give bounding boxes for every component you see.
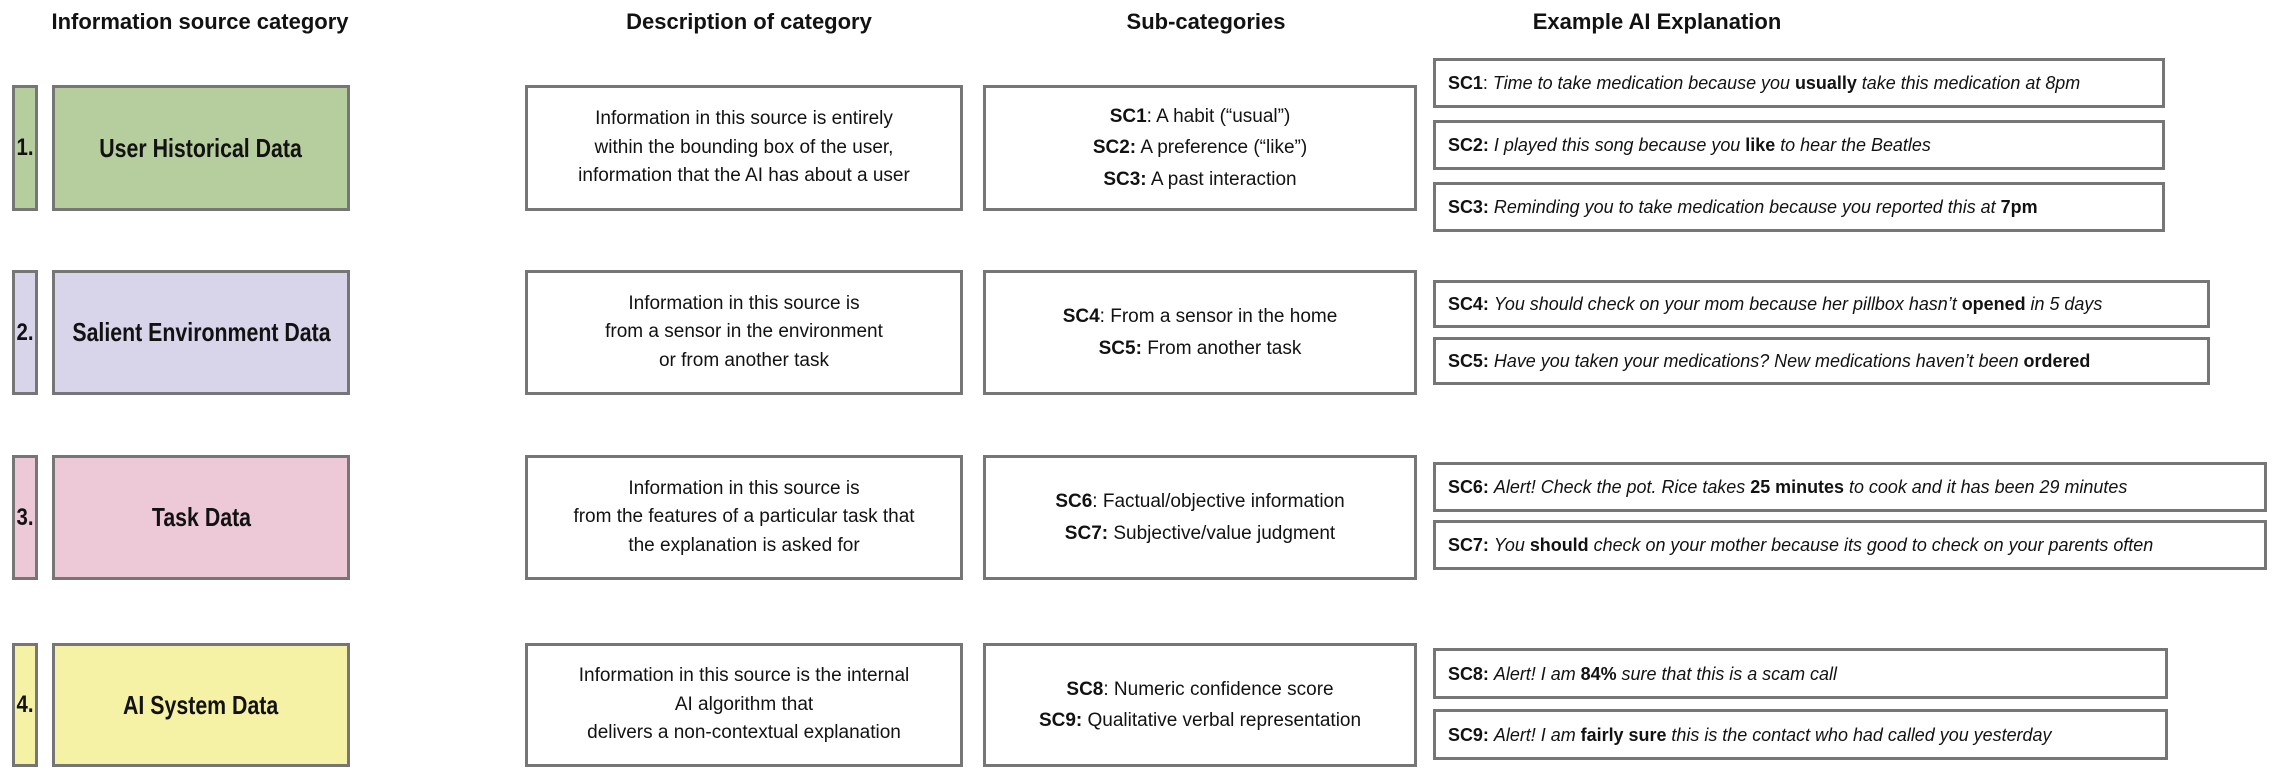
row-number-box: 3. xyxy=(12,455,38,580)
category-box-salient-environment-data: Salient Environment Data xyxy=(52,270,350,395)
row-number: 4. xyxy=(16,691,34,718)
category-title: AI System Data xyxy=(123,689,279,720)
example-column: SC1: Time to take medication because you… xyxy=(1433,58,2165,232)
subcategory-text: : Numeric confidence score xyxy=(1103,678,1334,700)
example-explanation-text: SC7: You should check on your mother bec… xyxy=(1448,534,2154,555)
subcategory-code: SC3: xyxy=(1103,168,1147,190)
subcategory-line: SC1: A habit (“usual”) xyxy=(1110,101,1291,132)
subcategory-text: : A habit (“usual”) xyxy=(1146,105,1291,127)
column-header-sub-categories: Sub-categories xyxy=(1126,9,1286,34)
example-explanation-box: SC8: Alert! I am 84% sure that this is a… xyxy=(1433,648,2168,699)
example-explanation-text: SC4: You should check on your mom becaus… xyxy=(1448,293,2103,314)
category-title: User Historical Data xyxy=(99,132,303,163)
subcategory-code: SC7: xyxy=(1064,522,1109,544)
subcategory-line: SC3: A past interaction xyxy=(1103,164,1296,195)
subcategory-text: Qualitative verbal representation xyxy=(1082,710,1362,731)
category-box-ai-system-data: AI System Data xyxy=(52,643,350,767)
subcategory-code: SC9: xyxy=(1038,710,1083,731)
subcategory-text: A past interaction xyxy=(1146,168,1297,190)
description-box: Information in this source is entirely w… xyxy=(525,85,963,211)
category-box-task-data: Task Data xyxy=(52,455,350,580)
category-title: Task Data xyxy=(151,502,251,532)
example-column: SC6: Alert! Check the pot. Rice takes 25… xyxy=(1433,462,2267,570)
example-explanation-text: SC9: Alert! I am fairly sure this is the… xyxy=(1448,723,2052,745)
subcategory-text: : Factual/objective information xyxy=(1092,491,1345,513)
subcategory-text: Subjective/value judgment xyxy=(1108,522,1336,544)
subcategory-code: SC1 xyxy=(1109,105,1147,127)
example-column: SC4: You should check on your mom becaus… xyxy=(1433,280,2210,385)
row-number: 1. xyxy=(16,134,34,161)
example-explanation-box: SC1: Time to take medication because you… xyxy=(1433,58,2165,108)
subcategory-code: SC6 xyxy=(1055,491,1093,513)
subcategory-code: SC4 xyxy=(1062,306,1100,328)
example-explanation-text: SC2: I played this song because you like… xyxy=(1448,134,1931,155)
row-number-box: 4. xyxy=(12,643,38,767)
row-number: 2. xyxy=(16,318,34,346)
example-explanation-box: SC6: Alert! Check the pot. Rice takes 25… xyxy=(1433,462,2267,512)
row-number: 3. xyxy=(16,503,34,531)
subcategory-line: SC8: Numeric confidence score xyxy=(1066,674,1333,705)
subcategory-code: SC2: xyxy=(1092,137,1137,159)
subcategories-box: SC1: A habit (“usual”)SC2: A preference … xyxy=(983,85,1417,211)
subcategory-line: SC6: Factual/objective information xyxy=(1055,486,1344,517)
column-header-description-of-category: Description of category xyxy=(626,9,872,34)
subcategory-line: SC9: Qualitative verbal representation xyxy=(1039,705,1361,736)
subcategory-text: : From a sensor in the home xyxy=(1099,306,1338,328)
subcategory-line: SC7: Subjective/value judgment xyxy=(1065,518,1335,549)
column-header-information-source-category: Information source category xyxy=(51,9,349,34)
category-title: Salient Environment Data xyxy=(71,317,331,347)
subcategory-text: A preference (“like”) xyxy=(1136,137,1308,159)
description-box: Information in this source is from the f… xyxy=(525,455,963,580)
column-header-example-ai-explanation: Example AI Explanation xyxy=(1532,9,1782,34)
example-explanation-text: SC6: Alert! Check the pot. Rice takes 25… xyxy=(1448,476,2128,497)
subcategory-line: SC5: From another task xyxy=(1099,333,1302,364)
example-explanation-box: SC7: You should check on your mother bec… xyxy=(1433,520,2267,570)
example-explanation-box: SC4: You should check on your mom becaus… xyxy=(1433,280,2210,328)
subcategory-line: SC2: A preference (“like”) xyxy=(1093,132,1307,163)
example-explanation-box: SC9: Alert! I am fairly sure this is the… xyxy=(1433,709,2168,760)
subcategory-code: SC8 xyxy=(1066,678,1104,700)
description-box: Information in this source is the intern… xyxy=(525,643,963,767)
example-explanation-box: SC5: Have you taken your medications? Ne… xyxy=(1433,337,2210,385)
example-explanation-text: SC1: Time to take medication because you… xyxy=(1448,72,2081,93)
description-box: Information in this source is from a sen… xyxy=(525,270,963,395)
row-number-box: 1. xyxy=(12,85,38,211)
category-box-user-historical-data: User Historical Data xyxy=(52,85,350,211)
example-explanation-text: SC8: Alert! I am 84% sure that this is a… xyxy=(1448,662,1837,684)
example-explanation-text: SC3: Reminding you to take medication be… xyxy=(1448,196,2038,217)
subcategory-line: SC4: From a sensor in the home xyxy=(1063,301,1338,332)
example-explanation-text: SC5: Have you taken your medications? Ne… xyxy=(1448,350,2091,371)
example-column: SC8: Alert! I am 84% sure that this is a… xyxy=(1433,648,2168,760)
subcategory-text: From another task xyxy=(1141,337,1302,359)
example-explanation-box: SC3: Reminding you to take medication be… xyxy=(1433,182,2165,232)
row-number-box: 2. xyxy=(12,270,38,395)
example-explanation-box: SC2: I played this song because you like… xyxy=(1433,120,2165,170)
subcategory-code: SC5: xyxy=(1098,337,1142,359)
